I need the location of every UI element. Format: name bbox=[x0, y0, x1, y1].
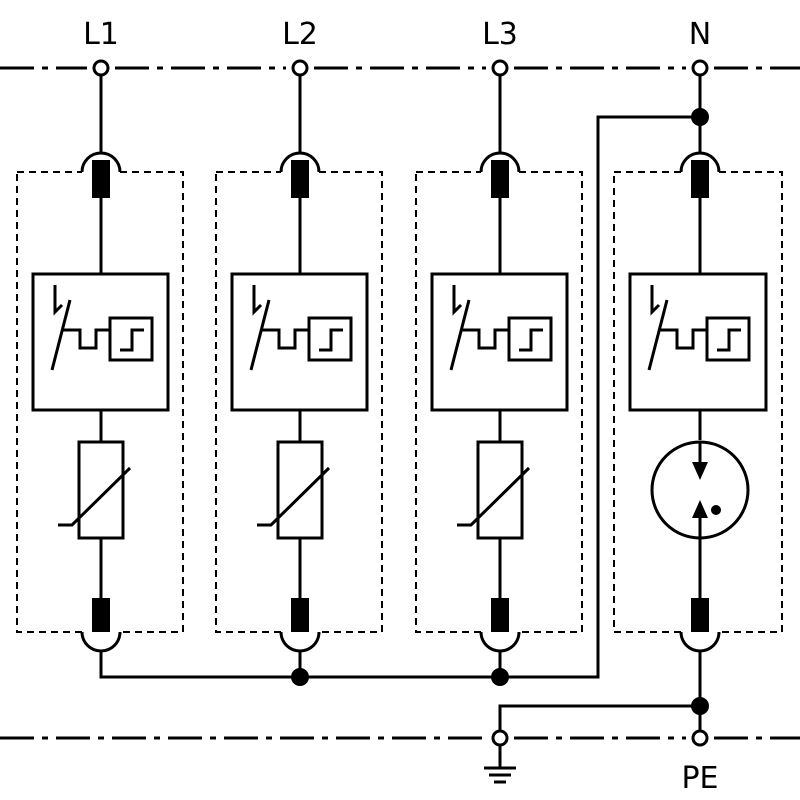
varistor-symbol-l3 bbox=[457, 466, 531, 527]
common-bus-wire bbox=[300, 115, 700, 679]
thermal-disconnector-l2 bbox=[230, 272, 369, 412]
fuse-bottom-l1 bbox=[92, 598, 110, 636]
fuse-top-n bbox=[691, 160, 709, 198]
varistor-l3 bbox=[476, 440, 524, 540]
module-l1 bbox=[16, 74, 300, 679]
disconnector-symbol-l2 bbox=[249, 285, 353, 371]
disconnector-symbol-n bbox=[647, 285, 751, 371]
module-n bbox=[613, 74, 783, 732]
module-l3 bbox=[415, 74, 583, 677]
fuse-top-l1 bbox=[92, 160, 110, 198]
terminal-label-l1: L1 bbox=[83, 17, 119, 52]
terminal-label-pe: PE bbox=[681, 761, 718, 796]
thermal-disconnector-n bbox=[628, 272, 768, 412]
terminal-label-l3: L3 bbox=[482, 17, 518, 52]
terminal-l1 bbox=[92, 59, 110, 77]
fuse-bottom-n bbox=[691, 598, 709, 636]
earth-wire bbox=[498, 704, 700, 732]
fuse-top-l3 bbox=[491, 160, 509, 198]
terminal-pe bbox=[691, 729, 709, 747]
terminal-l3 bbox=[491, 59, 509, 77]
spark-gap-n bbox=[650, 440, 750, 540]
terminal-n bbox=[691, 59, 709, 77]
terminal-label-l2: L2 bbox=[282, 17, 318, 52]
varistor-symbol-l2 bbox=[257, 466, 331, 527]
junction-dot-n bbox=[691, 108, 709, 126]
fuse-bottom-l2 bbox=[291, 598, 309, 636]
disconnector-symbol-l3 bbox=[449, 285, 553, 371]
module-l2 bbox=[215, 74, 383, 677]
terminal-earth bbox=[491, 729, 509, 747]
varistor-symbol-l1 bbox=[58, 466, 132, 527]
thermal-disconnector-l1 bbox=[31, 272, 170, 412]
varistor-l2 bbox=[276, 440, 324, 540]
terminal-l2 bbox=[291, 59, 309, 77]
fuse-top-l2 bbox=[291, 160, 309, 198]
thermal-disconnector-l3 bbox=[430, 272, 569, 412]
junction-dot-l3 bbox=[491, 668, 509, 686]
fuse-bottom-l3 bbox=[491, 598, 509, 636]
terminal-label-n: N bbox=[689, 17, 711, 52]
disconnector-symbol-l1 bbox=[50, 285, 154, 371]
ground-icon bbox=[484, 766, 516, 784]
junction-dot-l2 bbox=[291, 668, 309, 686]
varistor-l1 bbox=[77, 440, 125, 540]
